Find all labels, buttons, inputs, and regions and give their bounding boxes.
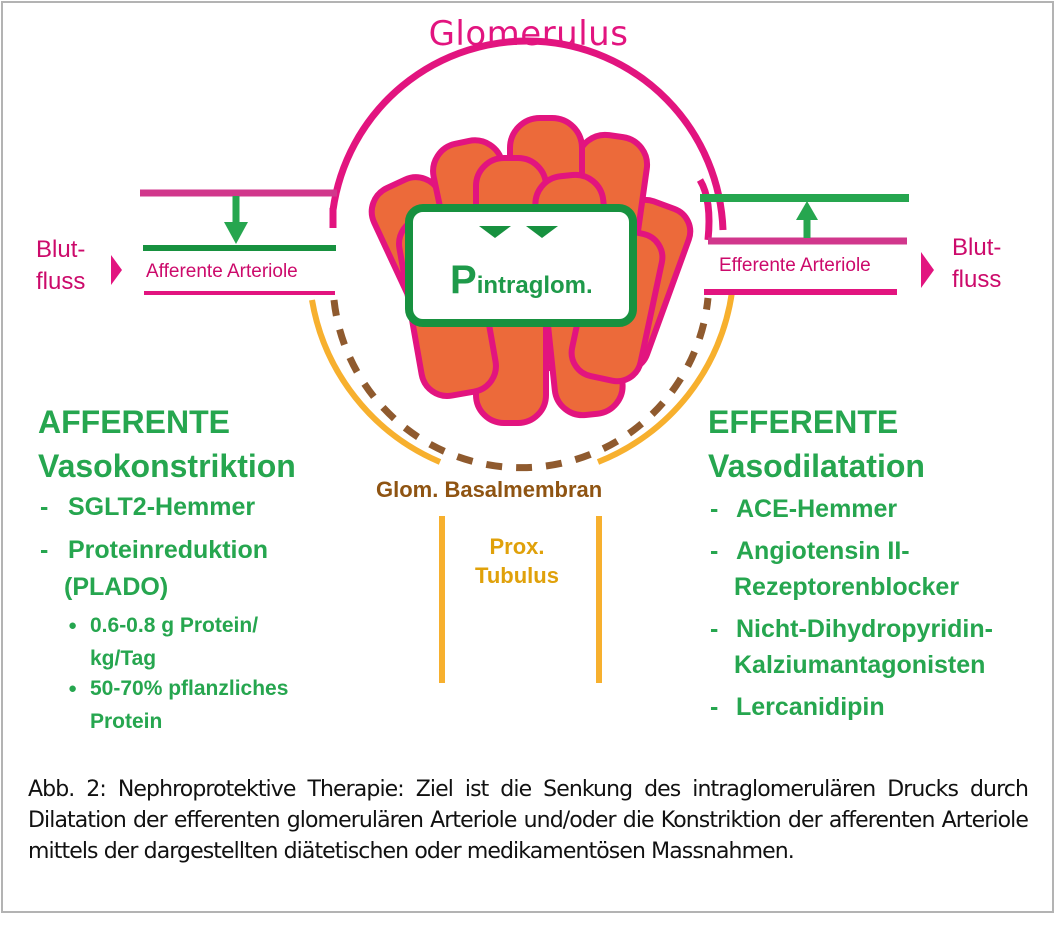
subitem-bullet: ● <box>68 680 78 697</box>
efferent-item: -Lercanidipin <box>708 692 993 722</box>
efferent-arteriole-label: Efferente Arteriole <box>719 255 871 276</box>
efferent-item: -ACE-Hemmer <box>708 494 993 524</box>
left-flow-arrow-icon <box>111 255 122 285</box>
pressure-down-arrow-icon <box>479 226 511 238</box>
bowman-capsule-arc <box>329 37 727 231</box>
tubulus-line2: Tubulus <box>475 563 559 588</box>
subitem-continuation: kg/Tag <box>90 647 157 670</box>
subitem-text: 0.6-0.8 g Protein/ <box>90 614 259 637</box>
item-bullet: - <box>710 615 719 643</box>
afferent-arteriole-label: Afferente Arteriole <box>146 261 298 282</box>
afferent-subitem: ● 0.6-0.8 g Protein/ kg/Tag <box>38 612 296 673</box>
proximal-tubulus-label: Prox. Tubulus <box>452 532 582 590</box>
item-bullet: - <box>40 493 49 521</box>
tubulus-outer-arc-right <box>596 291 735 465</box>
efferent-heading-line1: EFFERENTE <box>708 404 899 440</box>
left-blood-flow-line2: fluss <box>36 268 86 295</box>
afferent-heading-line2: Vasokonstriktion <box>38 448 296 484</box>
pressure-subscript: intraglom. <box>476 272 593 299</box>
efferent-dilation-arrow-icon <box>796 201 818 220</box>
tubulus-line1: Prox. <box>489 534 545 559</box>
tubulus-outer-arc <box>309 299 442 465</box>
right-blood-flow-line2: fluss <box>952 266 1002 293</box>
item-text: Proteinreduktion <box>68 536 269 564</box>
left-blood-flow-line1: Blut- <box>36 236 86 263</box>
item-bullet: - <box>710 537 719 565</box>
pressure-down-arrow-icon <box>526 226 558 238</box>
afferent-heading-line1: AFFERENTE <box>38 404 230 440</box>
afferent-panel: AFFERENTE Vasokonstriktion -SGLT2-Hemmer… <box>38 400 296 736</box>
item-text: ACE-Hemmer <box>736 495 898 523</box>
subitem-text: 50-70% pflanzliches <box>90 677 289 700</box>
item-bullet: - <box>710 693 719 721</box>
item-continuation: Rezeptorenblocker <box>734 573 960 601</box>
right-blood-flow-label: Blut- fluss <box>952 232 1001 296</box>
right-flow-arrow-icon <box>921 252 934 288</box>
pressure-box <box>405 204 637 327</box>
subitem-bullet: ● <box>68 617 78 634</box>
left-blood-flow-label: Blut- fluss <box>36 234 85 298</box>
efferent-panel: EFFERENTE Vasodilatation -ACE-Hemmer -An… <box>708 400 993 722</box>
efferent-heading-line2: Vasodilatation <box>708 448 925 484</box>
bowman-capsule-right-segment <box>696 178 713 241</box>
item-text: Nicht-Dihydropyridin- <box>736 615 993 643</box>
efferent-item: -Nicht-Dihydropyridin- Kalziumantagonist… <box>708 614 993 680</box>
afferent-constriction-arrow-icon <box>224 222 248 244</box>
item-text: SGLT2-Hemmer <box>68 493 256 521</box>
item-bullet: - <box>40 536 49 564</box>
right-blood-flow-line1: Blut- <box>952 234 1002 261</box>
figure-caption: Abb. 2: Nephroprotektive Therapie: Ziel … <box>28 777 1029 864</box>
item-continuation: (PLADO) <box>64 573 169 601</box>
item-bullet: - <box>710 495 719 523</box>
item-text: Angiotensin II- <box>736 537 910 565</box>
glomerulus-title: Glomerulus <box>428 14 629 54</box>
subitem-continuation: Protein <box>90 710 163 733</box>
afferent-item: -Proteinreduktion (PLADO) <box>38 535 296 602</box>
basement-membrane-dashed-arc <box>330 297 712 472</box>
afferent-subitem: ● 50-70% pflanzliches Protein <box>38 675 296 736</box>
item-text: Lercanidipin <box>736 693 885 721</box>
pressure-symbol: P <box>450 258 477 302</box>
efferent-item: -Angiotensin II- Rezeptorenblocker <box>708 536 993 602</box>
item-continuation: Kalziumantagonisten <box>734 651 986 679</box>
basement-membrane-label: Glom. Basalmembran <box>376 477 603 502</box>
intraglomerular-pressure-label: Pintraglom. <box>450 258 593 303</box>
afferent-item: -SGLT2-Hemmer <box>38 492 296 522</box>
